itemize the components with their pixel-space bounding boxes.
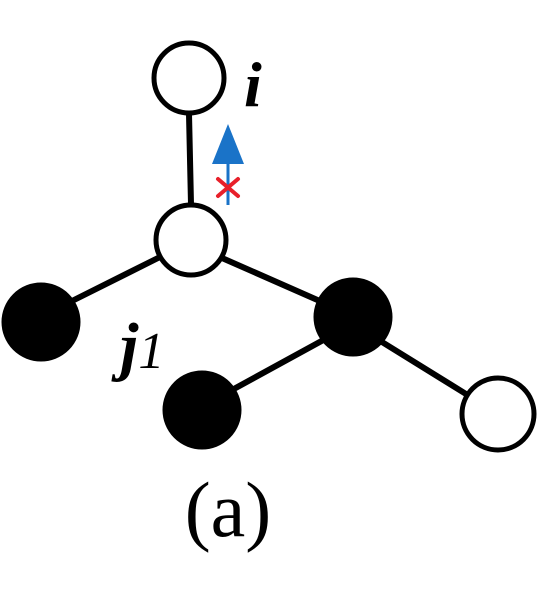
edge-right-bottom — [229, 335, 330, 393]
label-j1-subscript: 1 — [138, 323, 164, 380]
node-bottom-filled — [162, 370, 242, 450]
node-leaf — [459, 375, 537, 453]
node-right-filled — [313, 277, 393, 357]
edge-j1-right — [219, 255, 325, 305]
label-j1-base: j — [111, 310, 139, 383]
up-arrow-icon — [212, 124, 244, 205]
edge-j1-left — [67, 255, 161, 305]
cross-stroke-2 — [216, 177, 240, 198]
node-i — [151, 40, 227, 116]
edge-right-leaf — [379, 339, 469, 397]
label-i: i — [244, 49, 262, 120]
cross-icon — [216, 177, 240, 198]
node-j1 — [153, 202, 229, 278]
node-left-filled — [1, 282, 81, 362]
caption: (a) — [185, 466, 272, 553]
label-j1: j1 — [111, 310, 164, 383]
arrow-head — [212, 124, 244, 164]
edge-i-j1 — [186, 111, 194, 207]
